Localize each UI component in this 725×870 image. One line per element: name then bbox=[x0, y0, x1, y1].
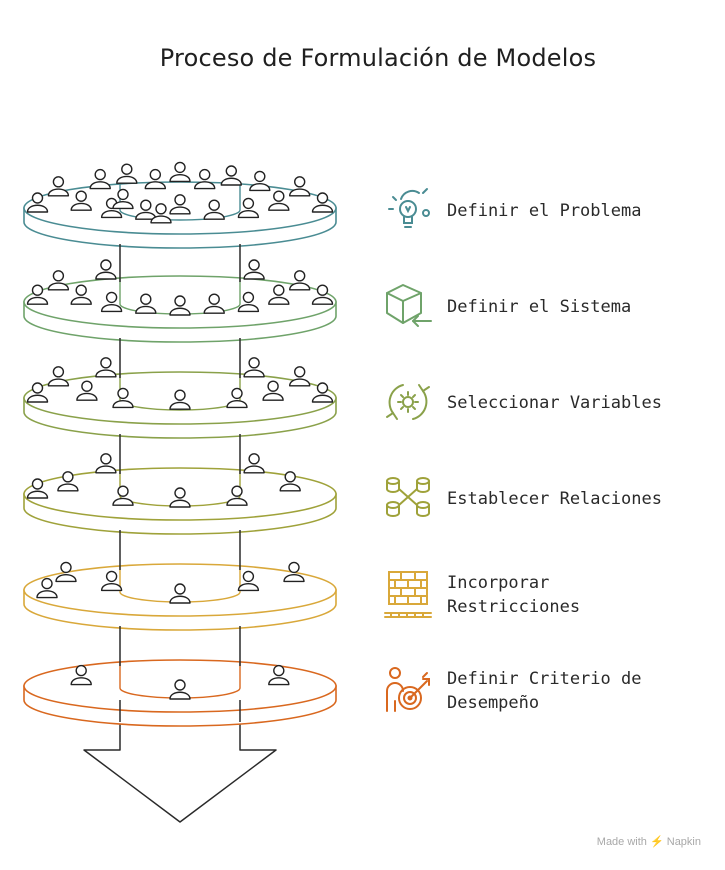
cube-arrow-icon bbox=[386, 284, 432, 327]
person-icon bbox=[169, 679, 191, 700]
step-label-1: Definir el Problema bbox=[447, 201, 642, 221]
person-icon bbox=[279, 471, 301, 492]
lightbulb-icon bbox=[388, 188, 430, 228]
person-icon bbox=[237, 570, 260, 592]
disc-layer bbox=[23, 357, 337, 439]
person-icon bbox=[220, 165, 242, 186]
person-icon bbox=[135, 293, 157, 314]
disc-layer bbox=[23, 259, 337, 343]
step-label-3: Seleccionar Variables bbox=[447, 393, 662, 413]
person-icon bbox=[95, 259, 117, 280]
person-icon bbox=[100, 291, 123, 313]
person-icon bbox=[150, 203, 172, 224]
person-icon bbox=[116, 163, 138, 184]
person-icon bbox=[243, 357, 265, 378]
step-label-6: Definir Criterio de Desempeño bbox=[447, 669, 642, 713]
page-title: Proceso de Formulación de Modelos bbox=[159, 44, 597, 72]
person-icon bbox=[283, 561, 305, 583]
person-icon bbox=[47, 270, 70, 291]
person-icon bbox=[169, 389, 191, 410]
brick-wall-icon bbox=[384, 571, 432, 618]
person-icon bbox=[203, 199, 225, 220]
disc-layer bbox=[23, 659, 337, 727]
person-icon bbox=[311, 284, 334, 305]
disc-layer bbox=[23, 561, 337, 631]
target-person-icon bbox=[386, 667, 430, 712]
person-icon bbox=[70, 284, 92, 305]
person-icon bbox=[26, 284, 49, 305]
person-icon bbox=[169, 295, 191, 316]
footer-brand: Napkin bbox=[666, 836, 701, 848]
person-icon bbox=[95, 357, 117, 378]
step-label-4: Establecer Relaciones bbox=[447, 489, 662, 509]
person-icon bbox=[203, 293, 225, 314]
person-icon bbox=[89, 168, 111, 190]
napkin-logo-icon: ⚡ bbox=[649, 836, 664, 848]
person-icon bbox=[26, 192, 49, 213]
person-icon bbox=[237, 197, 260, 219]
person-icon bbox=[169, 487, 191, 508]
person-icon bbox=[26, 382, 49, 403]
footer-credit: Made with ⚡ Napkin bbox=[597, 835, 701, 848]
person-icon bbox=[289, 366, 311, 387]
step-label-5: Incorporar Restricciones bbox=[447, 573, 581, 617]
person-icon bbox=[144, 168, 166, 190]
person-icon bbox=[243, 453, 265, 474]
person-icon bbox=[112, 485, 134, 506]
person-icon bbox=[47, 366, 70, 387]
person-icon bbox=[169, 161, 191, 183]
person-icon bbox=[26, 478, 49, 499]
person-icon bbox=[95, 453, 117, 474]
person-icon bbox=[194, 168, 216, 190]
person-icon bbox=[226, 485, 248, 506]
person-icon bbox=[311, 192, 334, 213]
funnel-arrow bbox=[83, 700, 277, 823]
person-icon bbox=[169, 194, 191, 215]
disc-layer bbox=[23, 453, 337, 535]
person-icon bbox=[70, 664, 92, 686]
person-icon bbox=[268, 190, 290, 211]
person-icon bbox=[169, 583, 191, 604]
person-icon bbox=[76, 380, 98, 401]
person-icon bbox=[289, 176, 311, 197]
person-icon bbox=[70, 190, 92, 211]
person-icon bbox=[100, 570, 123, 592]
disc-layer bbox=[23, 161, 337, 249]
person-icon bbox=[57, 471, 79, 492]
person-icon bbox=[268, 284, 290, 305]
step-label-2: Definir el Sistema bbox=[447, 297, 632, 317]
column-opening bbox=[119, 184, 241, 221]
person-icon bbox=[268, 664, 290, 686]
person-icon bbox=[226, 387, 248, 409]
person-icon bbox=[237, 291, 260, 313]
footer-prefix: Made with bbox=[596, 836, 647, 848]
person-icon bbox=[311, 382, 334, 403]
person-icon bbox=[55, 561, 77, 583]
person-icon bbox=[47, 176, 70, 197]
person-icon bbox=[243, 259, 265, 280]
gear-cycle-icon bbox=[386, 384, 430, 420]
person-icon bbox=[289, 270, 311, 291]
person-icon bbox=[262, 380, 284, 401]
database-network-icon bbox=[386, 477, 430, 517]
person-icon bbox=[36, 577, 58, 599]
person-icon bbox=[112, 387, 134, 409]
person-icon bbox=[112, 188, 134, 210]
person-icon bbox=[249, 170, 271, 192]
